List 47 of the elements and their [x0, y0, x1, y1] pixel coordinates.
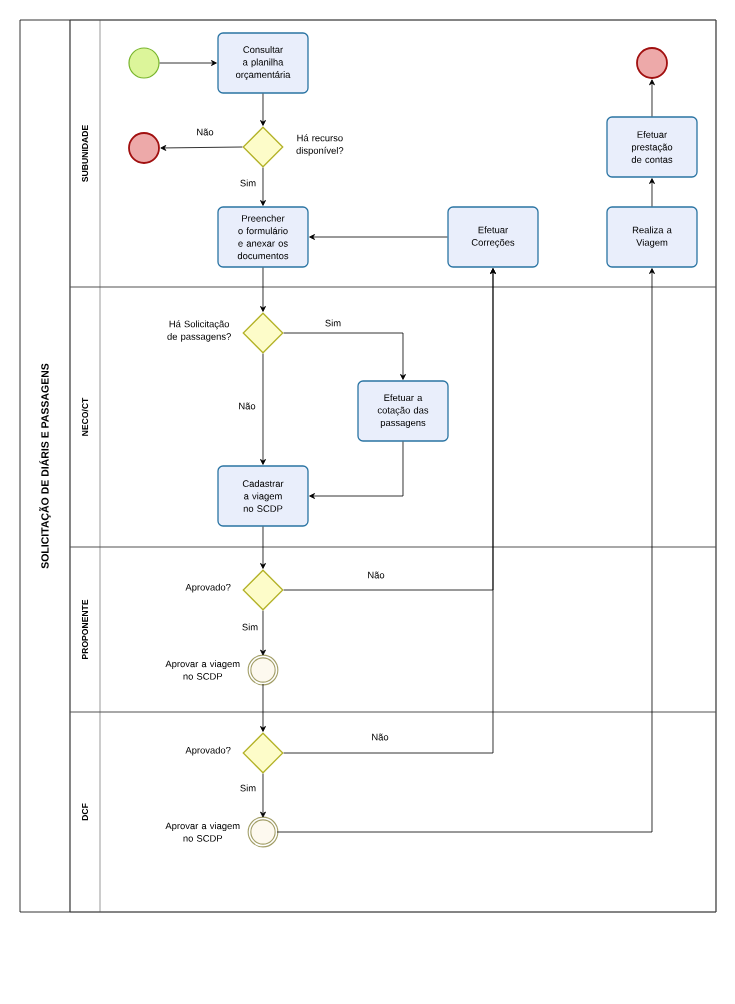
end-event-circle	[636, 47, 668, 79]
node-label: Há Solicitação de passagens?	[167, 320, 231, 342]
node-label: Aprovar a viagem no SCDP	[165, 660, 240, 680]
task-box: Realiza a Viagem	[606, 206, 698, 268]
arrow	[260, 610, 266, 656]
task-box: Efetuar a cotação das passagens	[357, 380, 449, 442]
node-label: Aprovado?	[185, 746, 231, 756]
arrow	[276, 268, 655, 833]
arrow	[260, 526, 266, 569]
task-box: Cadastrar a viagem no SCDP	[217, 465, 309, 527]
arrow	[260, 267, 266, 312]
edge-label: Não	[366, 570, 386, 580]
start-event-circle	[128, 47, 160, 79]
intermediate-event-circle	[247, 816, 279, 848]
decision-diamond	[242, 732, 284, 774]
edge-label: Sim	[323, 318, 343, 328]
task-box: Consultar a planilha orçamentária	[217, 32, 309, 94]
arrow	[160, 145, 243, 151]
edge-label: Não	[237, 401, 257, 411]
edge-label: Não	[195, 127, 215, 137]
task-box: Preencher o formulário e anexar os documentos	[217, 206, 309, 268]
edge-label: Não	[370, 732, 390, 742]
arrow	[283, 332, 406, 380]
arrow	[309, 441, 404, 499]
decision-diamond	[242, 569, 284, 611]
arrow	[260, 167, 266, 206]
node-label: Aprovar a viagem no SCDP	[165, 822, 240, 842]
edge-label: Sim	[238, 178, 258, 188]
task-box: Efetuar Correções	[447, 206, 539, 268]
node-label: Aprovado?	[185, 583, 231, 593]
edge-label: Sim	[238, 783, 258, 793]
arrow	[260, 93, 266, 126]
arrow	[649, 79, 655, 117]
node-label: Há recurso disponível?	[296, 134, 344, 156]
task-box: Efetuar prestação de contas	[606, 116, 698, 178]
arrow	[159, 60, 217, 66]
decision-diamond	[242, 312, 284, 354]
arrow	[260, 353, 266, 465]
arrow	[283, 268, 496, 754]
end-event-circle	[128, 132, 160, 164]
arrow	[260, 773, 266, 818]
edge-label: Sim	[240, 622, 260, 632]
arrow	[649, 178, 655, 207]
arrow	[260, 683, 266, 732]
arrow	[309, 234, 448, 240]
decision-diamond	[242, 126, 284, 168]
intermediate-event-circle	[247, 654, 279, 686]
